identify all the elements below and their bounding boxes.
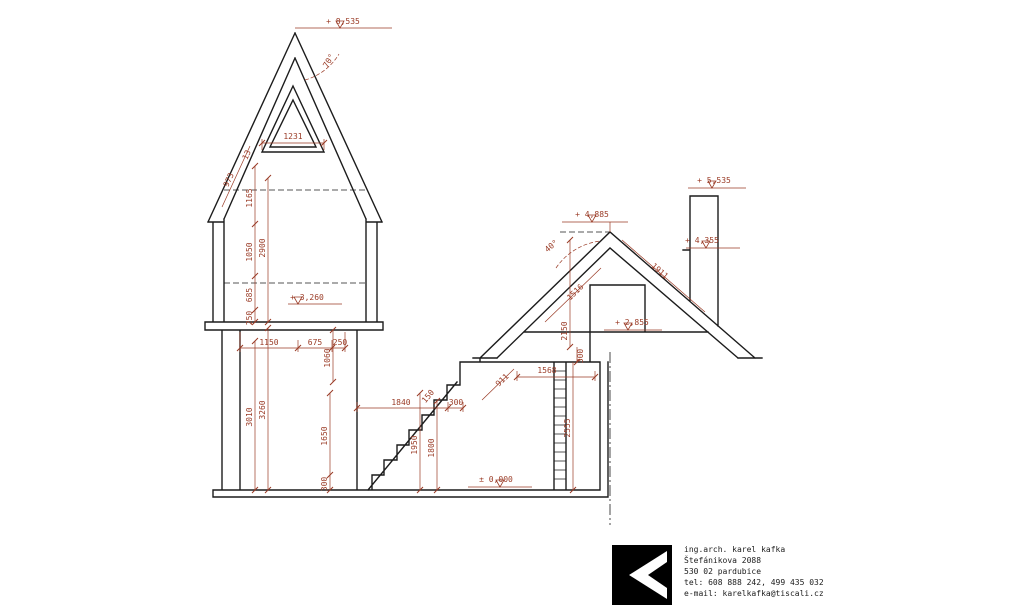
dim-lower-h2: 300 <box>320 477 329 492</box>
dim-spire-inner-width: 1231 <box>283 132 302 141</box>
dimension-lines <box>221 27 746 490</box>
title-block: ing.arch. karel kafka Štefánikova 2088 5… <box>612 545 824 605</box>
dim-room-h: 3010 <box>245 407 254 426</box>
architect-email: e-mail: karelkafka@tiscali.cz <box>684 589 824 598</box>
dim-stair-w: 300 <box>449 398 464 407</box>
logo-arrow-notch-icon <box>648 562 667 588</box>
dim-roof-right: 1911 <box>649 261 670 281</box>
elevation-tower-floor: + 3,260 <box>290 293 324 302</box>
elevation-ridge: + 4,885 <box>575 210 609 219</box>
dim-spire-offset: 13 <box>241 149 253 162</box>
architect-phone: tel: 608 888 242, 499 435 032 <box>684 578 824 587</box>
dim-tower-h2: 1050 <box>245 242 254 261</box>
dim-tower-total: 2900 <box>258 238 267 257</box>
elevation-attic-floor: + 2,855 <box>615 318 649 327</box>
hidden-lines <box>224 189 610 284</box>
dim-ground-h: 2555 <box>563 418 572 437</box>
dim-roof-left: 1516 <box>565 282 585 302</box>
dim-tower-h4: 250 <box>245 311 254 326</box>
dim-stair-h2: 1800 <box>427 438 436 457</box>
dim-attic-h: 2150 <box>560 321 569 340</box>
architect-name: ing.arch. karel kafka <box>684 545 785 554</box>
dim-tower-h1: 1165 <box>245 188 254 207</box>
architect-city: 530 02 pardubice <box>684 567 761 576</box>
elevation-chimney-ledge: + 4,355 <box>685 236 719 245</box>
ladder-rungs <box>554 370 566 480</box>
elevation-spire-top: + 8,535 <box>326 17 360 26</box>
dim-tower-h3: 685 <box>245 288 254 303</box>
dimension-ticks <box>236 139 599 494</box>
dim-lower-h1: 1650 <box>320 426 329 445</box>
elevation-chimney-top: + 5,535 <box>697 176 731 185</box>
angle-arcs <box>304 53 602 269</box>
elevation-ground-floor: ± 0,000 <box>479 475 513 484</box>
dim-stair-h1: 1950 <box>410 435 419 454</box>
angle-roof: 40° <box>543 238 560 254</box>
dim-room-h-total: 3260 <box>258 400 267 419</box>
dim-spire-slope: 973 <box>222 171 236 188</box>
dim-stair-run: 1840 <box>391 398 410 407</box>
level-markers <box>293 20 717 488</box>
angle-spire: 70° <box>321 52 336 69</box>
building-walls-outline <box>204 32 763 498</box>
dim-parapet: 1060 <box>323 348 332 367</box>
dim-room-w3: 250 <box>333 338 348 347</box>
dim-room-w1: 1150 <box>259 338 278 347</box>
dim-room-w2: 675 <box>308 338 323 347</box>
dim-hall-w: 1568 <box>537 366 556 375</box>
dim-attic-floor-t: 300 <box>576 349 585 364</box>
architect-street: Štefánikova 2088 <box>684 554 761 565</box>
